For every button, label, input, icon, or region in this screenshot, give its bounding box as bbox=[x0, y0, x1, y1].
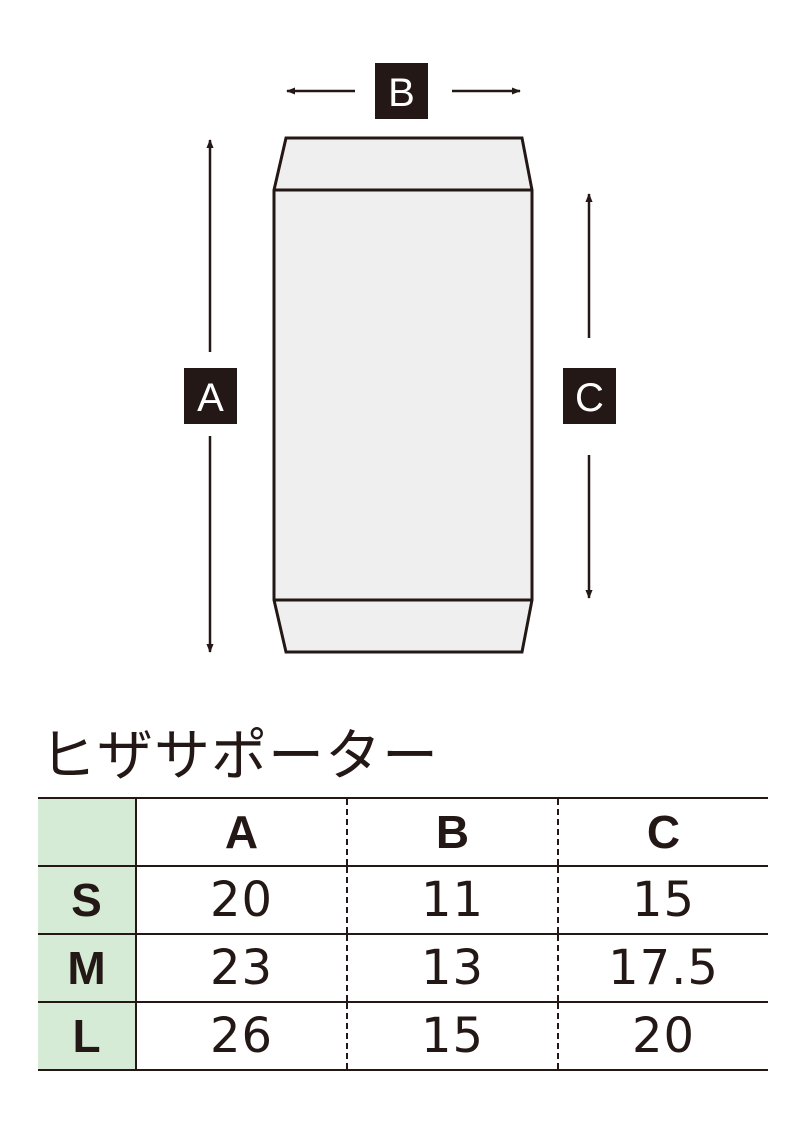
value-a: 20 bbox=[136, 866, 348, 934]
knee-supporter-shape bbox=[272, 136, 534, 654]
size-label: S bbox=[38, 866, 137, 934]
value-c: 17.5 bbox=[608, 940, 719, 996]
value-a: 23 bbox=[136, 934, 348, 1002]
table-row: M 23 13 17.5 bbox=[38, 934, 768, 1002]
label-b-box bbox=[375, 63, 428, 119]
label-c: C bbox=[575, 376, 604, 420]
dimension-a: A bbox=[184, 139, 237, 653]
size-label: M bbox=[38, 934, 137, 1002]
header-c: C bbox=[646, 806, 681, 858]
label-c-box bbox=[563, 368, 616, 424]
table-header-row: A B C bbox=[38, 798, 768, 866]
value-b: 15 bbox=[347, 1002, 559, 1070]
label-a-box bbox=[184, 368, 237, 424]
value-b: 11 bbox=[347, 866, 559, 934]
label-a: A bbox=[197, 376, 224, 420]
dimension-b: B bbox=[286, 63, 521, 119]
value-c: 15 bbox=[631, 872, 696, 928]
size-label: L bbox=[38, 1002, 137, 1070]
size-table: A B C S 20 11 15 M 23 13 17.5 L 26 15 20 bbox=[38, 797, 768, 1071]
label-b: B bbox=[388, 71, 415, 115]
value-c: 20 bbox=[631, 1008, 696, 1064]
product-title: ヒザサポーター bbox=[40, 724, 439, 789]
value-b: 13 bbox=[347, 934, 559, 1002]
value-a: 26 bbox=[136, 1002, 348, 1070]
table-row: S 20 11 15 bbox=[38, 866, 768, 934]
header-size-cell bbox=[38, 798, 137, 866]
header-b: B bbox=[347, 798, 559, 866]
dimension-c: C bbox=[563, 193, 616, 599]
table-row: L 26 15 20 bbox=[38, 1002, 768, 1070]
size-diagram: B A C bbox=[184, 63, 616, 654]
header-a: A bbox=[136, 798, 348, 866]
